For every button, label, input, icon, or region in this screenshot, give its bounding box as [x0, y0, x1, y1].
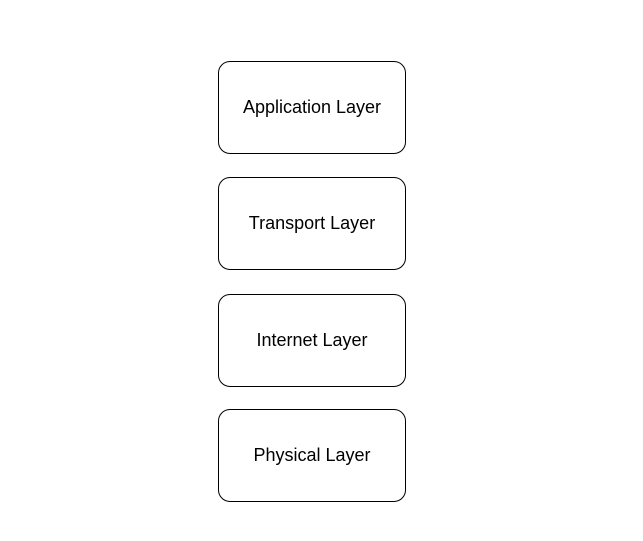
internet-layer-label: Internet Layer — [256, 330, 368, 350]
transport-layer-label: Transport Layer — [248, 213, 376, 233]
application-layer-box: Application Layer — [218, 61, 406, 154]
physical-layer-label: Physical Layer — [253, 445, 371, 465]
physical-layer-box: Physical Layer — [218, 409, 406, 502]
transport-layer-box: Transport Layer — [218, 177, 406, 270]
application-layer-label: Application Layer — [242, 97, 382, 117]
internet-layer-box: Internet Layer — [218, 294, 406, 387]
